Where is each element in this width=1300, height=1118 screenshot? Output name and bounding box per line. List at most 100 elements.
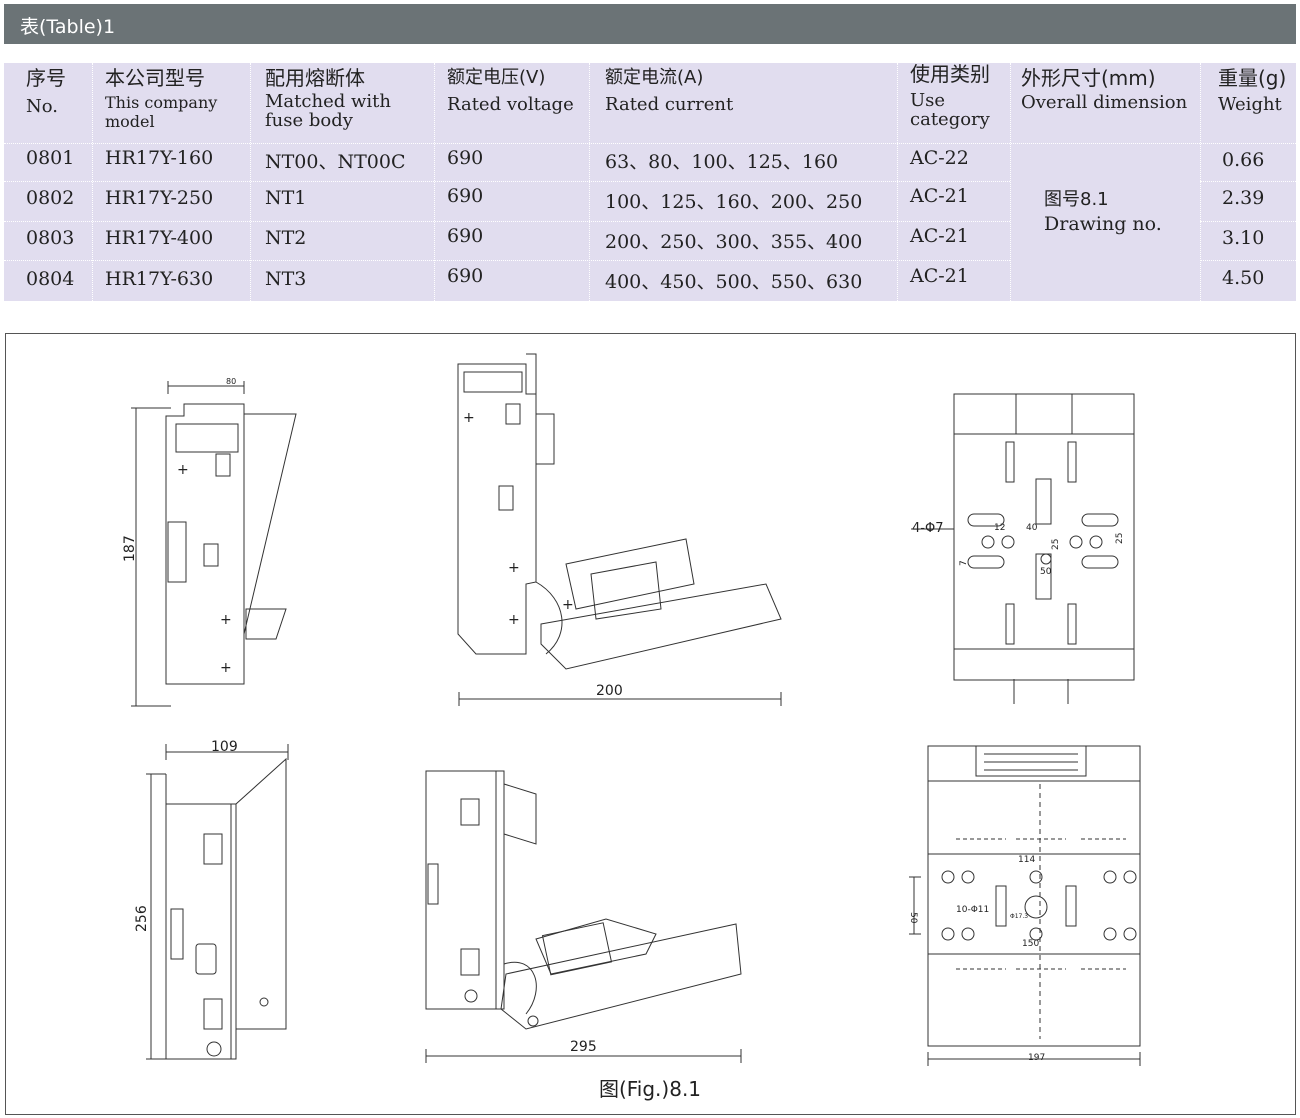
col-divider [1200,63,1201,301]
col-divider [92,63,93,301]
cell-weight: 4.50 [1222,267,1265,289]
header-category: 使用类别 Use category [910,63,1006,129]
header-no: 序号 No. [26,67,66,116]
table-title-bar: 表(Table)1 [4,4,1296,44]
svg-text:+: + [220,660,232,676]
large-top-width: 109 [211,739,238,755]
cell-current: 100、125、160、200、250 [605,191,863,213]
cell-fuse: NT2 [265,227,307,249]
small-dim-40: 40 [1026,523,1038,533]
header-current: 额定电流(A) Rated current [605,67,733,114]
header-weight: 重量(g) Weight [1218,67,1286,114]
drawing-frame: + + + 80 187 + + + + [5,333,1296,1115]
cell-no: 0802 [26,187,75,209]
col-divider [1010,63,1011,301]
header-fuse-en: Matched with fuse body [265,91,391,131]
cell-voltage: 690 [447,265,484,287]
svg-text:+: + [508,560,520,576]
cell-model: HR17Y-160 [105,147,214,169]
header-current-en: Rated current [605,94,734,115]
cell-model: HR17Y-630 [105,268,214,290]
small-dim-50: 50 [1040,567,1052,577]
col-divider [589,63,590,301]
small-dim-25b: 25 [1115,533,1125,544]
large-dim-150: 150 [1022,939,1039,949]
cell-voltage: 690 [447,225,484,247]
small-open-length: 200 [596,683,623,699]
small-hole-label: 4-Φ7 [912,521,943,536]
row-divider [1200,260,1296,261]
header-category-en: Use category [910,90,990,130]
figure-caption: 图(Fig.)8.1 [598,1077,702,1101]
cell-voltage: 690 [447,185,484,207]
svg-text:+: + [220,612,232,628]
svg-text:+: + [463,410,475,426]
header-model: 本公司型号 This company model [105,67,245,131]
technical-drawing: + + + 80 187 + + + + [122,353,1141,1066]
cell-voltage: 690 [447,147,484,169]
cell-no: 0804 [26,268,75,290]
small-top-width: 80 [226,377,236,386]
large-dim-173: Φ17.3 [1010,913,1028,920]
dimension-note-en: Drawing no. [1044,213,1162,235]
cell-model: HR17Y-400 [105,227,214,249]
header-current-cn: 额定电流(A) [605,67,704,88]
large-front-view [909,745,1141,1066]
small-height: 187 [122,535,138,562]
cell-no: 0803 [26,227,75,249]
cell-fuse: NT00、NT00C [265,151,406,173]
cell-fuse: NT1 [265,187,307,209]
header-dimension-cn: 外形尺寸(mm) [1021,66,1156,90]
header-model-cn: 本公司型号 [105,66,205,90]
cell-fuse: NT3 [265,268,307,290]
svg-text:+: + [508,612,520,628]
cell-no: 0801 [26,147,75,169]
large-open-length: 295 [570,1039,597,1055]
small-front-view [911,393,1135,704]
header-no-cn: 序号 [26,66,66,90]
cell-category: AC-21 [910,265,969,287]
small-dim-12: 12 [994,523,1005,533]
cell-current: 400、450、500、550、630 [605,271,863,293]
cell-category: AC-21 [910,225,969,247]
large-dim-114: 114 [1018,855,1035,865]
cell-weight: 0.66 [1222,149,1265,171]
header-no-en: No. [26,96,58,117]
header-dimension-en: Overall dimension [1021,92,1188,113]
dimension-note-cn: 图号8.1 [1044,189,1109,210]
table-title: 表(Table)1 [20,16,116,38]
row-divider [4,143,1296,144]
col-divider [897,63,898,301]
dimension-note: 图号8.1 Drawing no. [1044,185,1162,235]
cell-category: AC-22 [910,147,969,169]
large-open-view [425,770,742,1063]
col-divider [250,63,251,301]
header-weight-cn: 重量(g) [1218,66,1287,90]
cell-model: HR17Y-250 [105,187,214,209]
large-side-view [146,744,289,1060]
cell-weight: 3.10 [1222,227,1265,249]
small-dim-25a: 25 [1051,539,1061,550]
row-divider [4,181,1010,182]
cell-weight: 2.39 [1222,187,1265,209]
header-voltage-en: Rated voltage [447,94,574,115]
spec-table: 序号 No. 本公司型号 This company model 配用熔断体 Ma… [4,63,1296,301]
small-dim-7: 7 [959,560,969,566]
row-divider [1200,221,1296,222]
cell-current: 63、80、100、125、160 [605,151,839,173]
row-divider [4,221,1010,222]
large-height: 256 [134,905,150,932]
cell-current: 200、250、300、355、400 [605,231,863,253]
header-voltage-cn: 额定电压(V) [447,67,546,88]
header-voltage: 额定电压(V) Rated voltage [447,67,574,114]
small-side-view: + + + [131,381,297,707]
col-divider [434,63,435,301]
header-category-cn: 使用类别 [910,62,990,86]
header-model-en: This company model [105,93,218,131]
svg-text:+: + [177,462,189,478]
svg-text:+: + [562,597,574,613]
header-fuse-cn: 配用熔断体 [265,66,365,90]
header-weight-en: Weight [1218,94,1282,115]
row-divider [1200,181,1296,182]
cell-category: AC-21 [910,185,969,207]
